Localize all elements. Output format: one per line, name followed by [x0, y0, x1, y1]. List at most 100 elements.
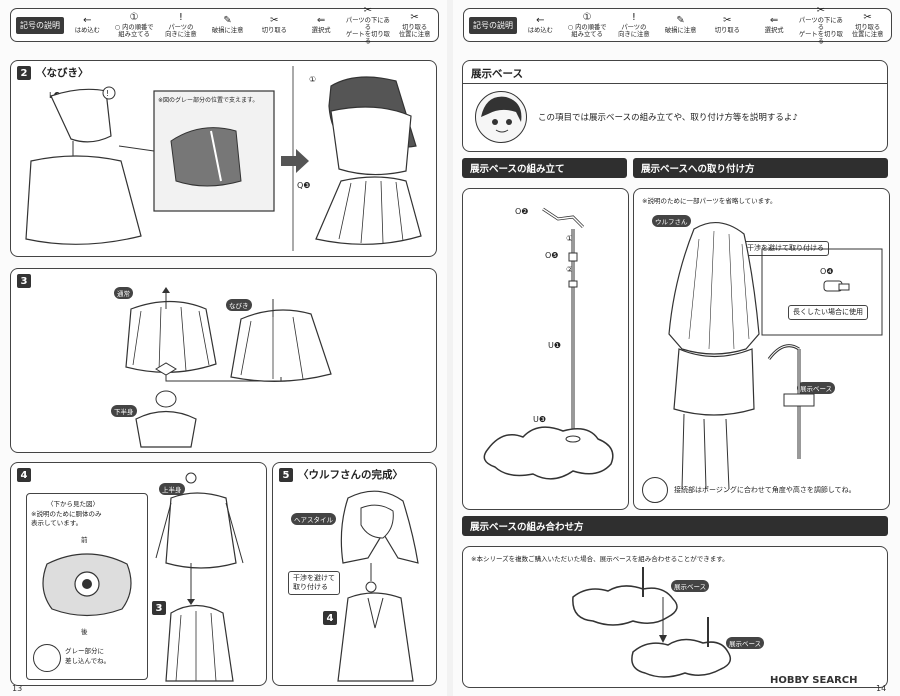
double-arrow-icon: ⇐ — [769, 15, 779, 26]
tag-display-base: 展示ベース — [797, 382, 836, 394]
legend-item-choice: ⇐選択式 — [311, 15, 331, 35]
legend-item-gate: ✂パーツの下にある ゲートを切り取る — [345, 4, 390, 45]
damage-icon: ✎ — [223, 15, 232, 26]
arrow-left-icon: ← — [536, 15, 545, 26]
tag-display-base-1: 展示ベース — [671, 580, 710, 592]
order-2: ② — [566, 265, 574, 274]
legend-item-cut-position: ✂切り取る 位置に注意 — [398, 11, 431, 38]
step-number: 5 — [279, 468, 293, 482]
symbol-legend: 記号の説明 ←はめ込む ①○ 内の順番で 組み立てる !パーツの 向きに注意 ✎… — [10, 4, 439, 45]
display-base-intro-panel: 展示ベース この項目では展示ベースの組み立てや、取り付け方等を説明するよ♪ — [462, 60, 888, 152]
mascot-face-icon — [33, 644, 61, 672]
legend-item-damage: ✎破損に注意 — [664, 15, 697, 35]
combine-header: 展示ベースの組み合わせ方 — [462, 516, 888, 536]
left-page: 記号の説明 ←はめ込む ①○ 内の順番で 組み立てる !パーツの 向きに注意 ✎… — [0, 0, 447, 696]
double-arrow-icon: ⇐ — [316, 15, 326, 26]
part-label-o5: O❺ — [545, 251, 559, 260]
legend-item-gate: ✂パーツの下にある ゲートを切り取る — [798, 4, 843, 45]
gray-insert-tip: グレー部分に 差し込んでね。 — [65, 647, 111, 665]
legend-item-fit: ←はめ込む — [74, 15, 100, 35]
step-number: 2 — [17, 66, 31, 80]
legend-item-choice: ⇐選択式 — [764, 15, 784, 35]
tag-normal: 通常 — [114, 287, 133, 299]
assembly-header: 展示ベースの組み立て — [462, 158, 627, 178]
ref-step-4: 4 — [323, 611, 337, 625]
tag-display-base-2: 展示ベース — [726, 637, 765, 649]
tag-hair-style: ヘアスタイル — [291, 513, 336, 525]
part-label-o2: O❷ — [515, 207, 529, 216]
step4-illustration — [155, 472, 244, 682]
symbol-legend: 記号の説明 ←はめ込む ①○ 内の順番で 組み立てる !パーツの 向きに注意 ✎… — [463, 4, 892, 45]
arrow-left-icon: ← — [83, 15, 92, 26]
legend-item-direction: !パーツの 向きに注意 — [618, 11, 650, 38]
legend-item-damage: ✎破損に注意 — [211, 15, 244, 35]
order-1: ① — [309, 75, 317, 84]
attach-omit-note: ※説明のために一部パーツを省略しています。 — [642, 197, 777, 205]
combine-note: ※本シリーズを複数ご購入いただいた場合、展示ベースを組み合わせることができます。 — [471, 555, 729, 563]
cut-position-icon: ✂ — [410, 11, 419, 23]
tag-nabiki: なびき — [226, 299, 252, 311]
avoid-interference-callout: 干渉を避けて 取り付ける — [288, 571, 340, 595]
display-base-title: 展示ベース — [471, 68, 523, 80]
gray-support-note: ※図のグレー部分の位置で支えます。 — [158, 97, 259, 104]
display-base-description: この項目では展示ベースの組み立てや、取り付け方等を説明するよ♪ — [538, 113, 798, 123]
gate-scissors-icon: ✂ — [363, 4, 373, 16]
combine-panel: ※本シリーズを複数ご購入いただいた場合、展示ベースを組み合わせることができます。… — [462, 546, 888, 688]
bottom-view-inset: 〈下から見た図〉 ※説明のために胴体のみ 表示しています。 前 後 グレー部分に… — [26, 493, 148, 680]
step-number: 4 — [17, 468, 31, 482]
part-label-o4: O❹ — [820, 267, 834, 276]
legend-title: 記号の説明 — [16, 16, 64, 34]
scissors-icon: ✂ — [270, 15, 279, 26]
attach-header: 展示ベースへの取り付け方 — [633, 158, 888, 178]
label-front: 前 — [81, 536, 88, 544]
step5-illustration — [337, 490, 419, 682]
step-2-panel: 2 〈なびき〉 L❹ L❷ ① ② Q❸ ! — [10, 60, 437, 257]
order-1: ① — [566, 234, 574, 243]
base-assembly-diagram — [483, 207, 614, 480]
exclamation-icon: ! — [178, 11, 183, 23]
bottom-view-diagram — [42, 553, 132, 617]
part-label-u3: U❸ — [533, 415, 547, 424]
legend-title: 記号の説明 — [469, 16, 517, 34]
step2-illustration: ! — [25, 66, 422, 251]
page-number-right: 14 — [876, 684, 887, 693]
ref-step-3: 3 — [152, 601, 166, 615]
tag-lower-body: 下半身 — [111, 405, 137, 417]
part-label-u1: U❶ — [548, 341, 562, 350]
legend-item-order: ①○ 内の順番で 組み立てる — [567, 11, 607, 38]
tag-upper-body: 上半身 — [159, 483, 185, 495]
bottom-view-title: 〈下から見た図〉 — [47, 500, 99, 508]
attach-panel: ※説明のために一部パーツを省略しています。 ウルフさん 干渉を避けて取り付ける … — [633, 188, 890, 510]
mascot-face-icon — [475, 91, 527, 143]
cut-position-icon: ✂ — [863, 11, 872, 23]
combine-illustration — [572, 567, 732, 678]
step-title: 〈ウルフさんの完成〉 — [298, 469, 403, 481]
scissors-icon: ✂ — [723, 15, 732, 26]
joint-adjust-tip: 接続部はポージングに合わせて角度や高さを調節してね。 — [674, 486, 856, 494]
step-4-panel: 4 〈下から見た図〉 ※説明のために胴体のみ 表示しています。 前 後 グレー部… — [10, 462, 267, 686]
step-number: 3 — [17, 274, 31, 288]
part-label-q3: Q❸ — [297, 181, 311, 190]
step-title: 〈なびき〉 — [36, 67, 89, 79]
mascot-face-icon — [642, 477, 668, 503]
svg-text:!: ! — [106, 89, 109, 98]
circled-one-icon: ① — [129, 11, 139, 23]
legend-item-fit: ←はめ込む — [527, 15, 553, 35]
circled-one-icon: ① — [582, 11, 592, 23]
attach-illustration — [668, 222, 883, 490]
tag-wolf-san: ウルフさん — [652, 215, 691, 227]
hobby-search-watermark: HOBBY SEARCH — [770, 675, 858, 686]
legend-item-cut-position: ✂切り取る 位置に注意 — [851, 11, 884, 38]
damage-icon: ✎ — [676, 15, 685, 26]
exclamation-icon: ! — [631, 11, 636, 23]
legend-item-order: ①○ 内の順番で 組み立てる — [114, 11, 154, 38]
body-only-note: ※説明のために胴体のみ 表示しています。 — [31, 510, 102, 527]
assembly-panel: O❷ ① O❺ ② U❶ U❸ — [462, 188, 629, 510]
step-5-panel: 5 〈ウルフさんの完成〉 ヘアスタイル 干渉を避けて 取り付ける 4 — [272, 462, 437, 686]
legend-item-cut: ✂切り取る — [261, 15, 287, 35]
step3-illustration — [125, 287, 332, 448]
legend-item-cut: ✂切り取る — [714, 15, 740, 35]
page-number-left: 13 — [12, 684, 23, 693]
gate-scissors-icon: ✂ — [816, 4, 826, 16]
step-3-panel: 3 通常 なびき 下半身 — [10, 268, 437, 453]
